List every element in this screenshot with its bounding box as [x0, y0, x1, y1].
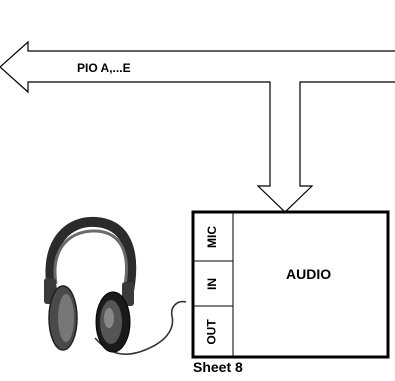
- sheet-reference: Sheet 8: [193, 359, 243, 375]
- headphones-icon: [44, 222, 186, 354]
- port-in-label: IN: [205, 278, 219, 290]
- audio-block-title: AUDIO: [286, 266, 331, 282]
- bus-label: PIO A,...E: [77, 61, 131, 75]
- port-in: IN: [193, 261, 231, 306]
- port-out: OUT: [193, 306, 231, 357]
- port-mic: MIC: [193, 212, 231, 261]
- port-out-label: OUT: [205, 319, 219, 344]
- port-mic-label: MIC: [205, 226, 219, 248]
- pio-bus-arrow: [0, 42, 395, 212]
